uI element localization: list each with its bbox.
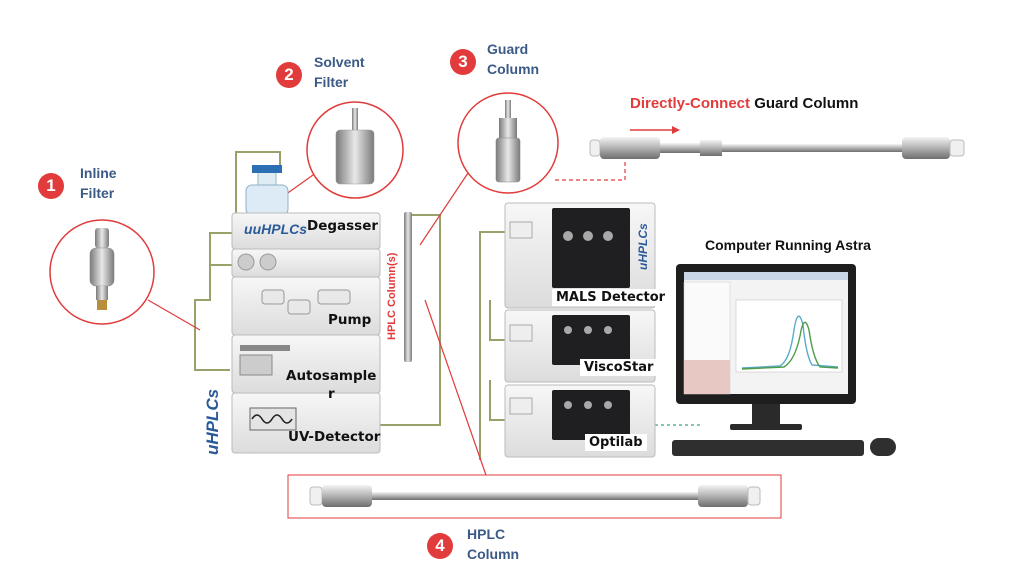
detector-brand: uHPLCs bbox=[636, 223, 650, 270]
detector-stack-image bbox=[504, 202, 656, 458]
solvent-filter-label-1: Solvent bbox=[314, 54, 365, 70]
autosampler-label-1: Autosample bbox=[286, 368, 377, 384]
hplc-column-label-1: HPLC bbox=[467, 526, 506, 542]
optilab-label: Optilab bbox=[585, 434, 647, 451]
side-brand: uHPLCs bbox=[203, 388, 222, 455]
degasser-label: Degasser bbox=[307, 218, 379, 234]
callout-badge-3: 3 bbox=[450, 49, 476, 75]
solvent-filter-callout bbox=[306, 101, 404, 199]
hplc-column-label-2: Column bbox=[467, 546, 520, 562]
direct-connect-heading: Directly-Connect Guard Column bbox=[630, 95, 858, 112]
inline-filter-callout bbox=[49, 219, 155, 325]
degasser-brand: uuHPLCs bbox=[244, 221, 308, 237]
callout-badge-2: 2 bbox=[276, 62, 302, 88]
inline-filter-label-2: Filter bbox=[80, 185, 115, 201]
pump-label: Pump bbox=[328, 312, 372, 328]
computer-image bbox=[672, 264, 896, 456]
brand-text: uHPLCs bbox=[252, 221, 308, 237]
autosampler-label-2: r bbox=[328, 386, 335, 402]
hplc-system-image bbox=[231, 165, 412, 454]
inline-filter-label-1: Inline bbox=[80, 165, 117, 181]
direct-connect-highlight: Directly-Connect bbox=[630, 95, 751, 112]
guard-column-label-1: Guard bbox=[487, 41, 529, 57]
solvent-filter-label-2: Filter bbox=[314, 74, 349, 90]
mals-detector-label: MALS Detector bbox=[552, 289, 670, 306]
computer-label: Computer Running Astra bbox=[705, 237, 871, 253]
guard-column-label-2: Column bbox=[487, 61, 540, 77]
hplc-columns-vertical-label: HPLC Column(s) bbox=[386, 252, 398, 340]
uv-detector-label: UV-Detector bbox=[288, 429, 381, 445]
viscostar-label: ViscoStar bbox=[580, 359, 658, 376]
callout-badge-1: 1 bbox=[38, 173, 64, 199]
direct-connect-rest: Guard Column bbox=[754, 95, 859, 112]
callout-badge-4: 4 bbox=[427, 533, 453, 559]
direct-connect-column-image bbox=[589, 126, 965, 159]
guard-column-callout bbox=[457, 92, 559, 194]
tubing bbox=[194, 151, 510, 460]
hplc-column-image bbox=[287, 474, 782, 519]
